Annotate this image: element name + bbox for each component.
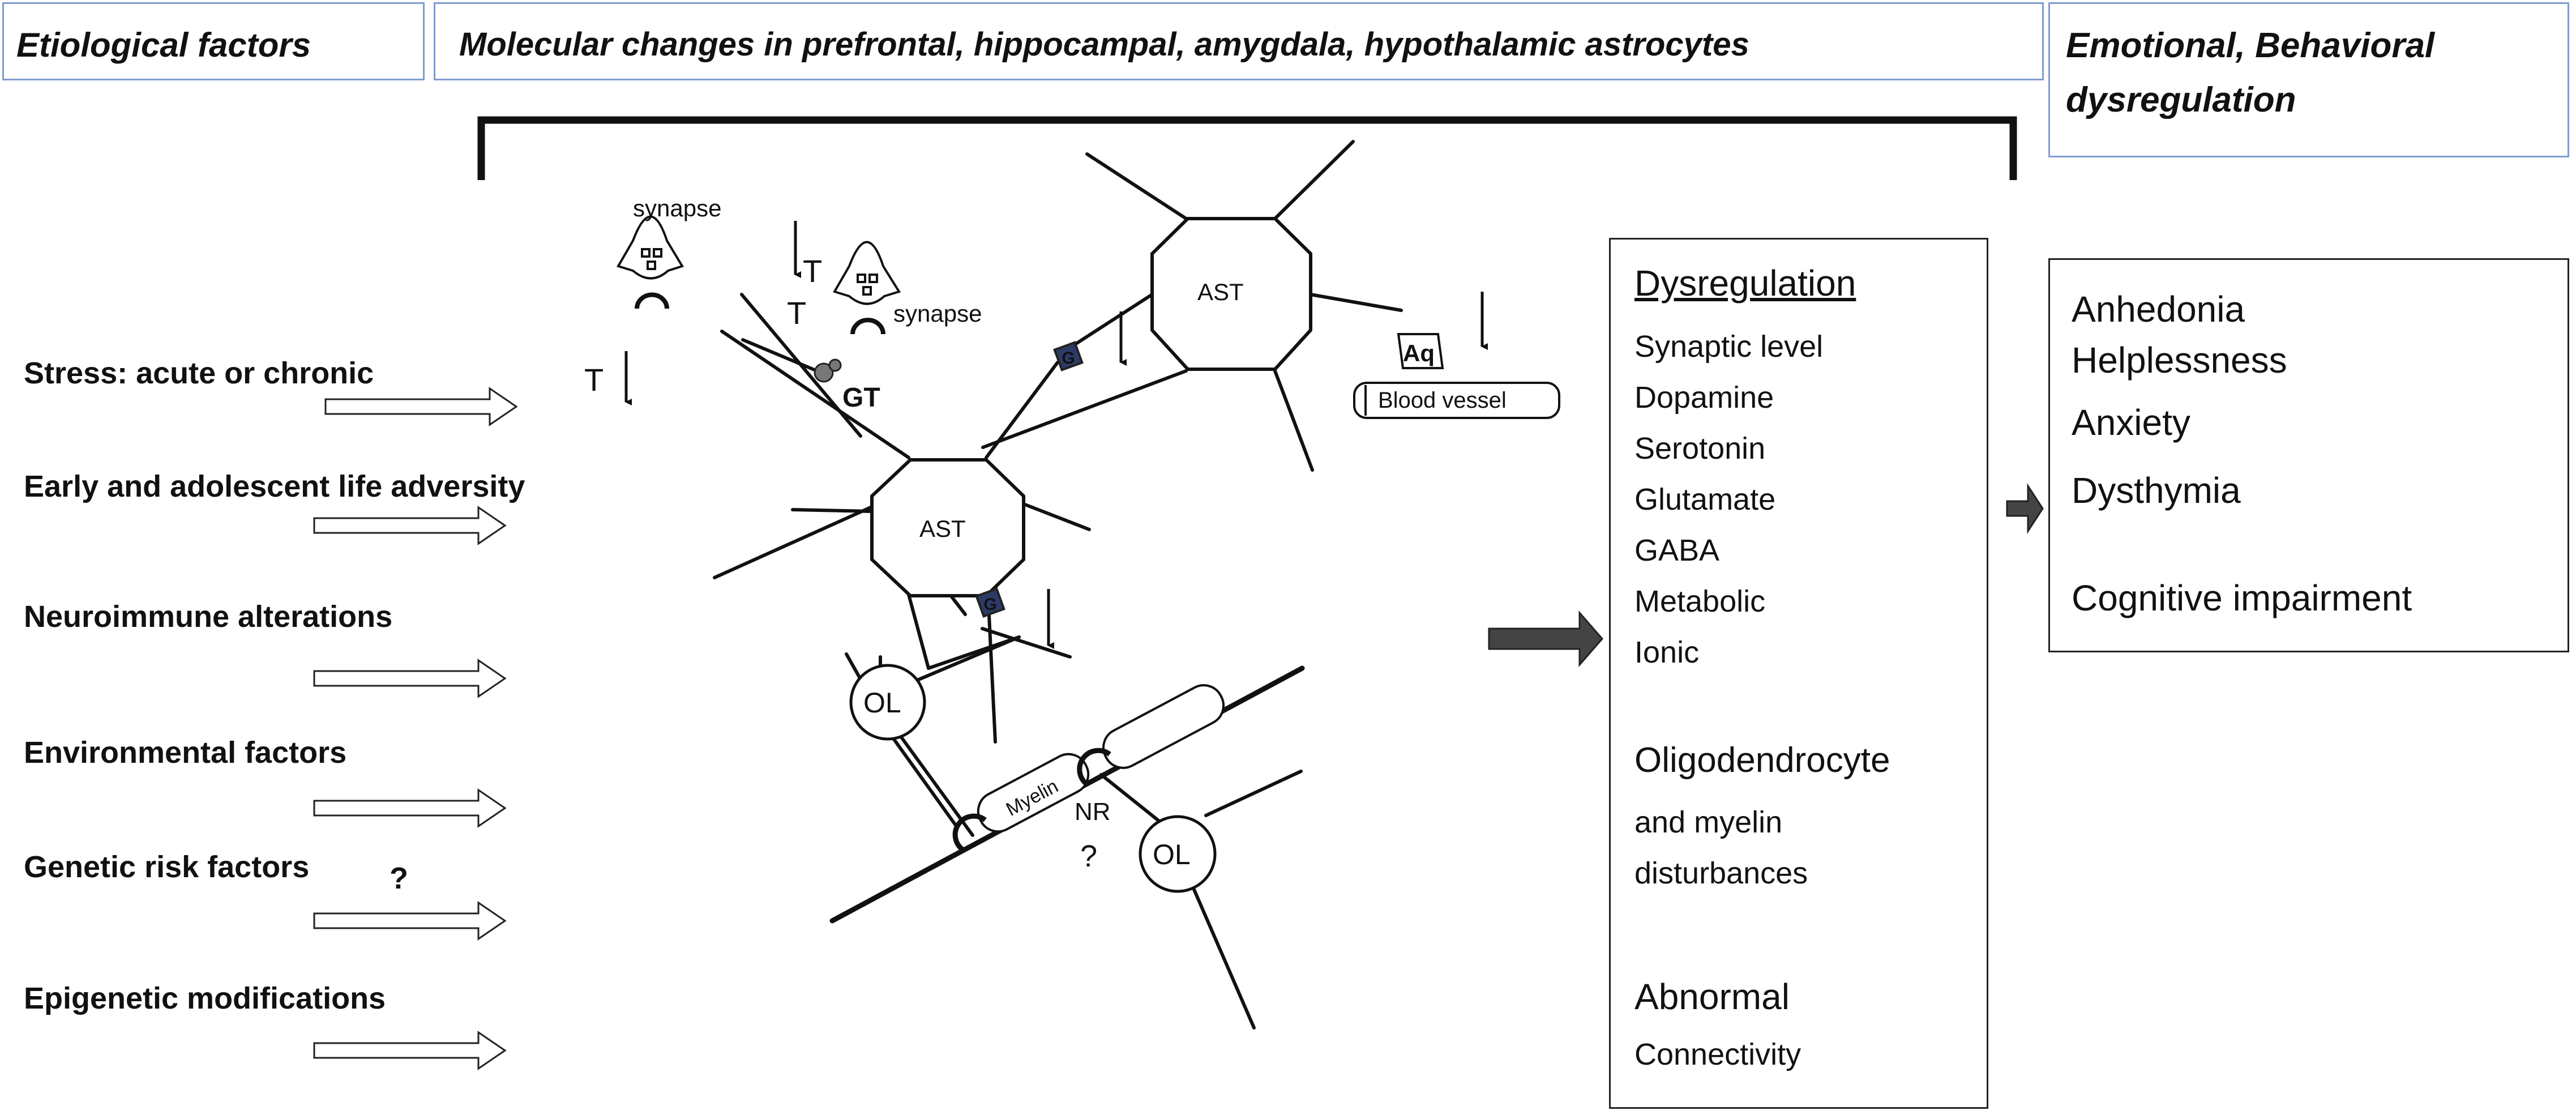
etiological-header-box: Etiological factors [2,2,425,80]
factor-arrow-2 [313,506,507,545]
factor-arrow-4 [313,788,507,828]
factor-neuroimmune: Neuroimmune alterations [24,600,393,634]
synapse-right-label: synapse [893,300,982,327]
t-mid-label-2: T [787,295,806,331]
dysregulation-item-serotonin: Serotonin [1634,432,1766,465]
outcome-cognitive-impairment: Cognitive impairment [2072,578,2412,618]
arrow-to-outcomes [2006,482,2044,535]
oligodendrocyte-left [849,664,926,741]
emotional-header-line1: Emotional, Behavioral [2066,26,2435,65]
dysregulation-title: Dysregulation [1634,263,1856,304]
g-channel-2 [975,587,1005,618]
factor-arrow-3 [313,659,507,698]
dysregulation-item-synaptic: Synaptic level [1634,330,1824,364]
oligodendrocyte-sub-1: and myelin [1634,805,1783,839]
factor-genetic: Genetic risk factors [24,850,310,884]
g-channel-1-label: G [1062,349,1075,368]
emotional-header-box: Emotional, Behavioral dysregulation [2048,2,2569,157]
myelin-segment-2 [1102,684,1225,769]
oligodendrocyte-sub-2: disturbances [1634,856,1808,890]
factor-arrow-1 [324,387,518,426]
blood-vessel-label: Blood vessel [1378,388,1507,413]
factor-stress: Stress: acute or chronic [24,356,374,390]
nr-label: NR [1075,798,1111,826]
oligodendrocyte-title: Oligodendrocyte [1634,741,1890,780]
gt-transporter [814,358,842,383]
factor-arrow-6 [313,1031,507,1070]
arrow-to-dysregulation [1488,610,1603,668]
dysregulation-box: Dysregulation Synaptic level Dopamine Se… [1609,238,1988,1109]
molecular-header: Molecular changes in prefrontal, hippoca… [459,26,1749,63]
genetic-question-mark: ? [390,861,408,895]
factor-epigenetic: Epigenetic modifications [24,981,386,1015]
abnormal-label: Abnormal [1634,976,1790,1017]
etiological-header: Etiological factors [16,26,311,64]
blood-vessel [1353,382,1560,419]
factor-environmental: Environmental factors [24,736,347,770]
dysregulation-item-gaba: GABA [1634,533,1720,567]
astrocyte-top [1150,217,1312,371]
ast-center-label: AST [919,515,966,542]
outcomes-box: Anhedonia Helplessness Anxiety Dysthymia… [2048,258,2569,652]
gt-label: GT [842,383,880,413]
outcome-helplessness: Helplessness [2072,340,2287,381]
connectivity-label: Connectivity [1634,1037,1802,1071]
molecular-header-box: Molecular changes in prefrontal, hippoca… [434,2,2044,80]
synapse-right [833,241,901,335]
ol-right-label: OL [1153,839,1191,870]
top-bracket [477,116,2017,180]
nr-question-label: ? [1080,839,1097,873]
t-left-label: T [584,362,604,398]
factor-early-adversity: Early and adolescent life adversity [24,469,525,503]
node-of-ranvier-1 [952,813,987,852]
oligodendrocyte-right [1139,815,1217,893]
factor-arrow-5 [313,901,507,941]
dysregulation-item-metabolic: Metabolic [1634,584,1766,618]
dysregulation-item-glutamate: Glutamate [1634,482,1776,516]
dysregulation-item-ionic: Ionic [1634,635,1700,669]
outcome-anhedonia: Anhedonia [2072,289,2245,330]
ol-left-label: OL [863,687,901,719]
node-of-ranvier-2 [1077,748,1111,787]
emotional-header-line2: dysregulation [2066,80,2296,119]
g-channel-2-label: G [983,595,996,614]
g-channel-1 [1053,341,1084,371]
outcome-anxiety: Anxiety [2072,402,2190,443]
synapse-left-label: synapse [633,195,721,221]
aq-label: Aq [1403,340,1435,366]
synapse-left [617,215,684,309]
myelin-segment-1 [977,753,1090,833]
dysregulation-item-dopamine: Dopamine [1634,381,1774,415]
t-mid-label-1: T [803,253,822,289]
aquaporin [1397,333,1444,369]
outcome-dysthymia: Dysthymia [2072,470,2241,511]
ast-top-label: AST [1197,279,1244,305]
